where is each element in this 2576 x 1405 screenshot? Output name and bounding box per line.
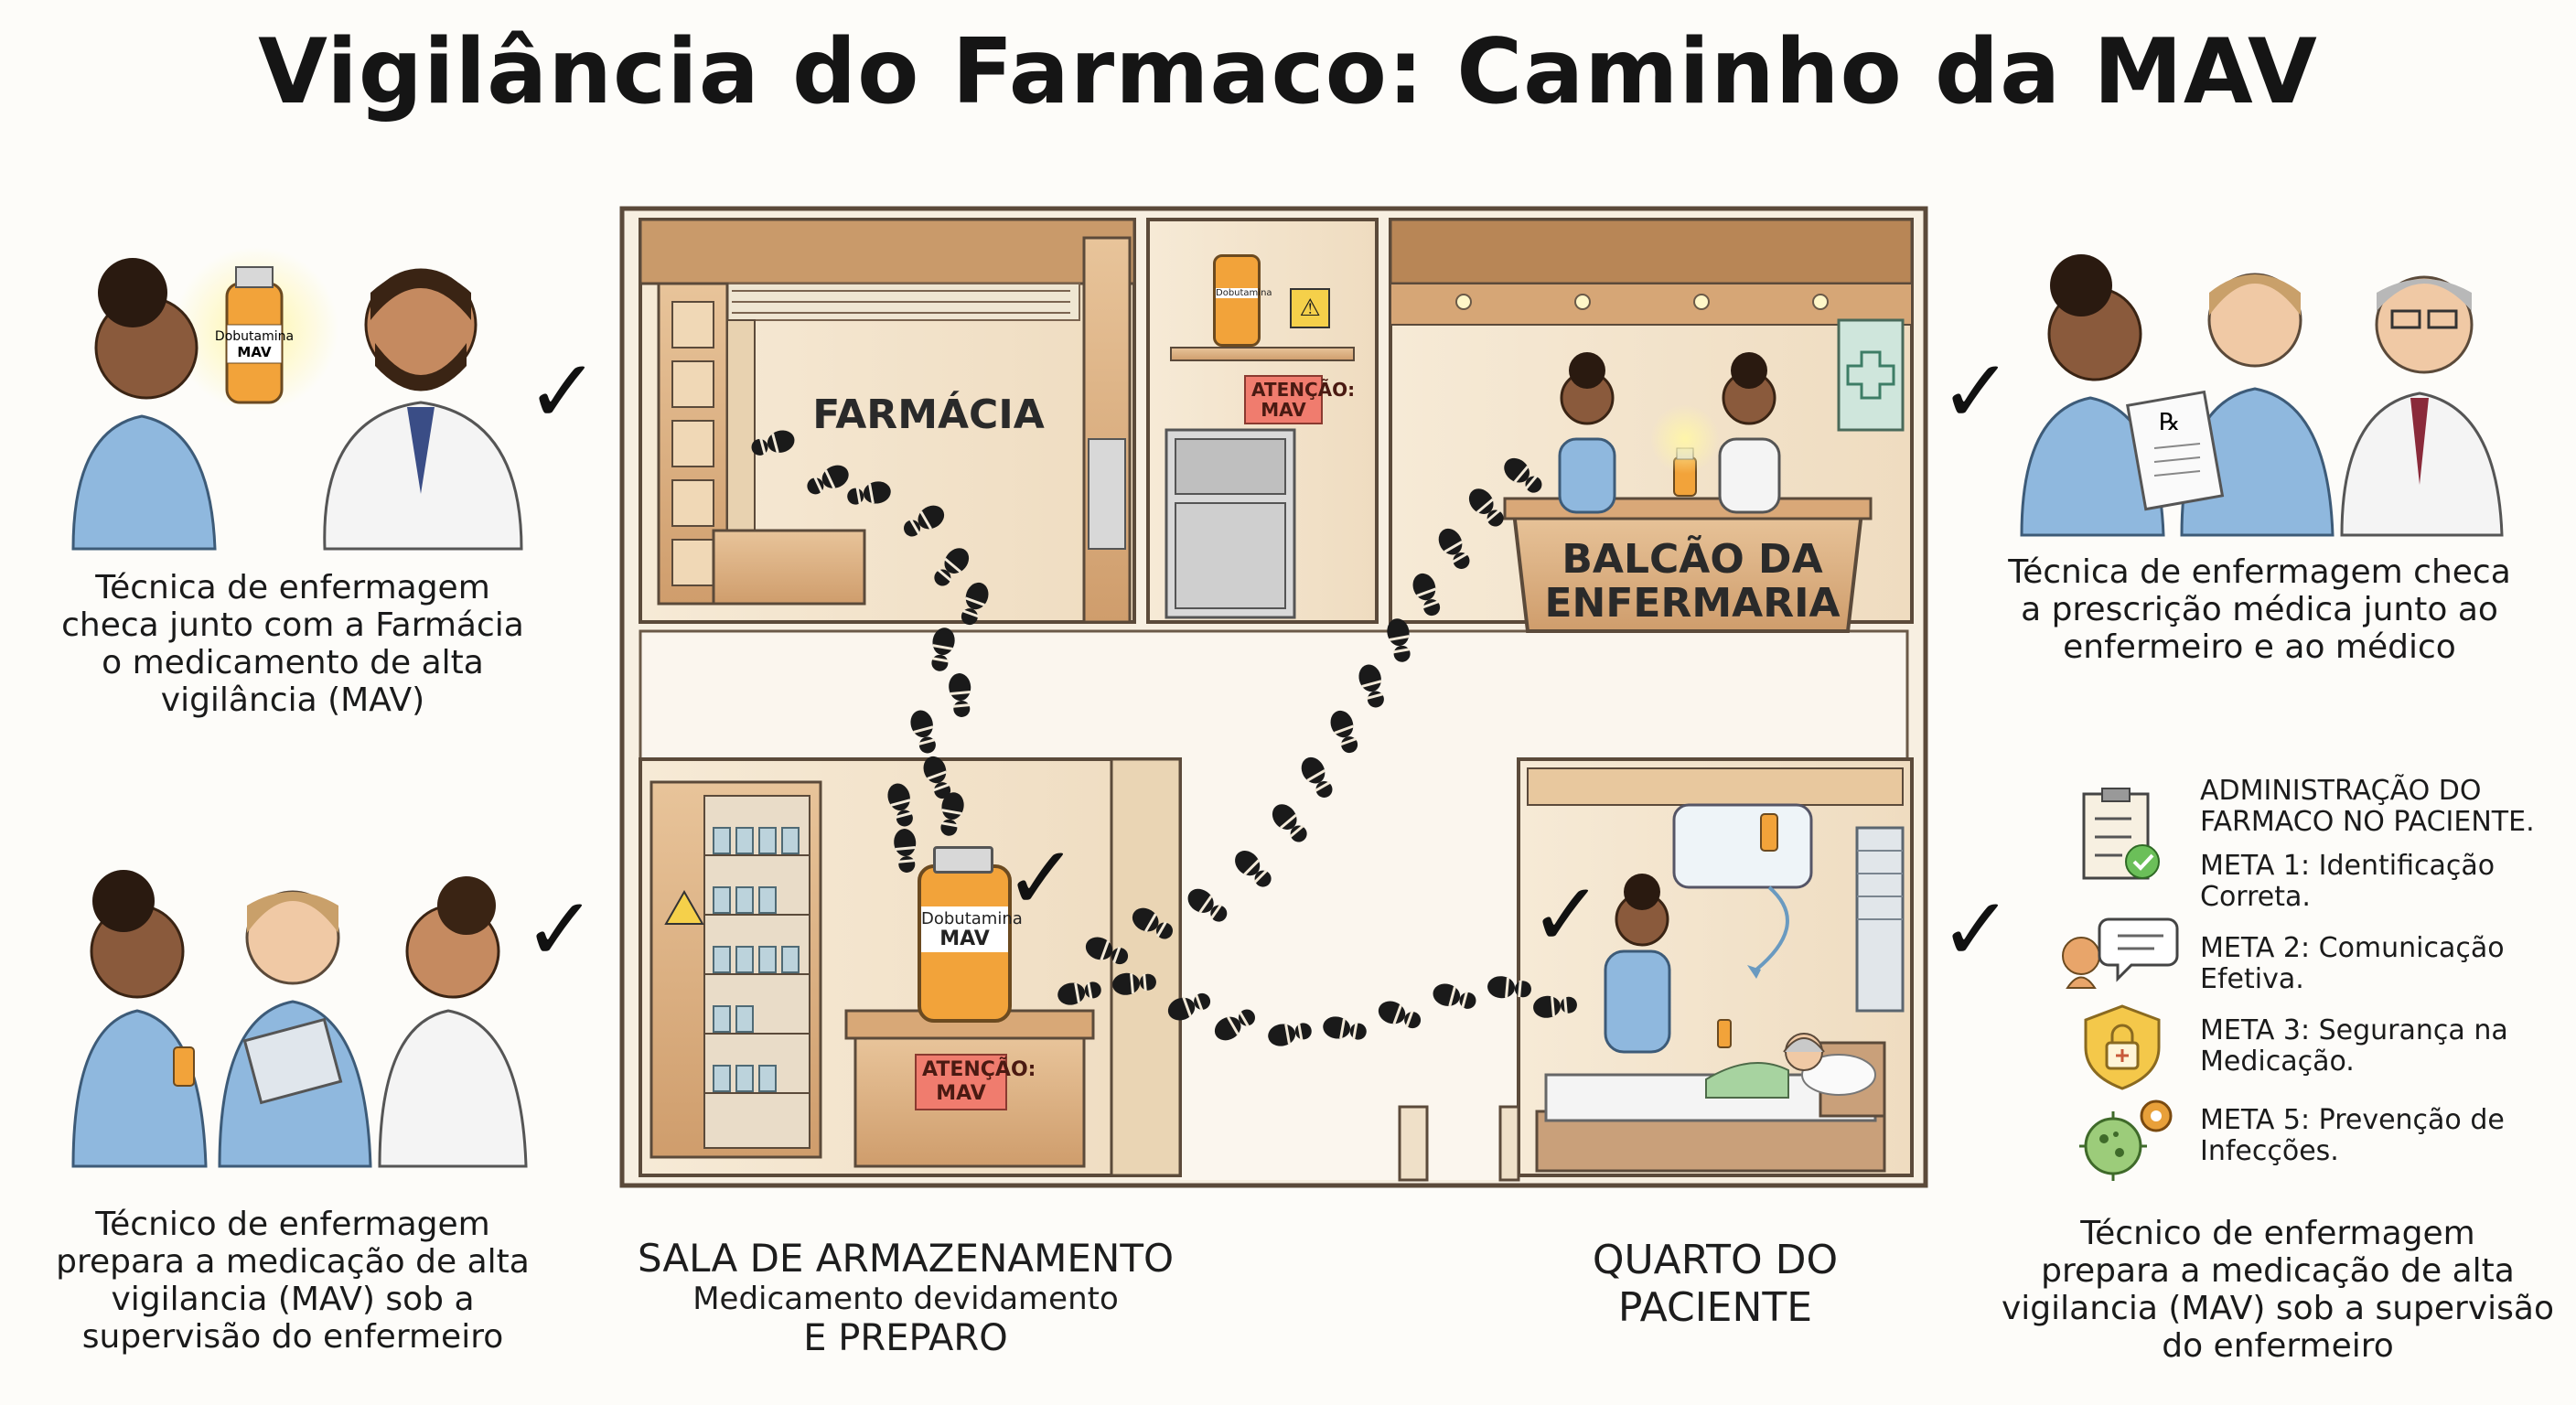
speech-bubbles-icon [2062,917,2179,989]
check-patient: ✓ [1530,863,1604,966]
storage-title: SALA DE ARMAZENAMENTO [637,1236,1175,1281]
meta-2: META 2: Comunicação Efetiva. [2200,932,2505,995]
vial-label: Dobutamina [1216,288,1272,298]
germ-gear-icon [2079,1099,2173,1181]
vial-cap [933,846,993,874]
nurse-at-patient [1604,874,1732,1054]
caption-top-right: Técnica de enfermagem checa a prescrição… [2008,553,2511,666]
vial-storage-room: Dobutamina MAV [918,864,1023,1023]
illustration-pharmacy-check: Dobutamina MAV [71,247,523,551]
quarto-line1: QUARTO DO [1592,1237,1839,1283]
attention-tag-fridge: ATENÇÃO:MAV [1244,375,1355,424]
check-top-left: ✓ [526,340,600,443]
quarto-line2: PACIENTE [1617,1284,1813,1331]
vial-text-code: MAV [237,344,272,360]
meta-heading: ADMINISTRAÇÃO DO FARMACO NO PACIENTE. [2200,775,2535,838]
shield-lock-icon [2084,1004,2161,1090]
vial-text-name: Dobutamina [215,329,294,344]
storage-sub1: Medicamento devidamento [692,1281,1119,1317]
nursing-station-room [1389,218,1914,633]
patient-room-caption: QUARTO DO PACIENTE [1537,1237,1894,1332]
meta-5: META 5: Prevenção de Infecções. [2200,1104,2505,1167]
meta-3: META 3: Segurança na Medicação. [2200,1014,2508,1078]
check-top-right: ✓ [1939,340,2013,443]
room-label-farmacia: FARMÁCIA [812,391,1045,438]
storage-sub2: E PREPARO [803,1317,1008,1359]
vial-fridge-room: Dobutamina [1213,254,1272,347]
check-bottom-right: ✓ [1939,878,2013,981]
warning-sign-icon: ⚠ [1290,288,1330,328]
nurses-at-station [1558,352,1781,514]
caption-bottom-left: Técnico de enfermagem prepara a medicaçã… [56,1206,530,1356]
storage-room [639,757,1182,1177]
rx-icon: ℞ [2159,409,2180,436]
pharmacy-room [639,218,1136,624]
vial-name: Dobutamina [921,909,1023,928]
room-label-balcao: BALCÃO DA ENFERMARIA [1537,538,1848,626]
illustration-preparation [71,870,528,1168]
check-storage: ✓ [1004,827,1079,929]
checklist-icon [2082,788,2160,880]
caption-top-left: Técnica de enfermagem checa junto com a … [61,569,524,719]
balcao-line2: ENFERMARIA [1544,580,1841,627]
check-bottom-left: ✓ [523,878,597,981]
balcao-line1: BALCÃO DA [1562,536,1823,583]
illustration-prescription-check: ℞ [2020,254,2504,537]
caption-bottom-right: Técnico de enfermagem prepara a medicaçã… [2002,1215,2554,1365]
attention-tag-storage: ATENÇÃO:MAV [915,1054,1036,1110]
meta-1: META 1: Identificação Correta. [2200,850,2496,913]
patient-room [1517,757,1914,1177]
page-title: Vigilância do Farmaco: Caminho da MAV [258,20,2318,124]
vial-code: MAV [939,928,990,950]
storage-caption: SALA DE ARMAZENAMENTO Medicamento devida… [631,1236,1180,1360]
